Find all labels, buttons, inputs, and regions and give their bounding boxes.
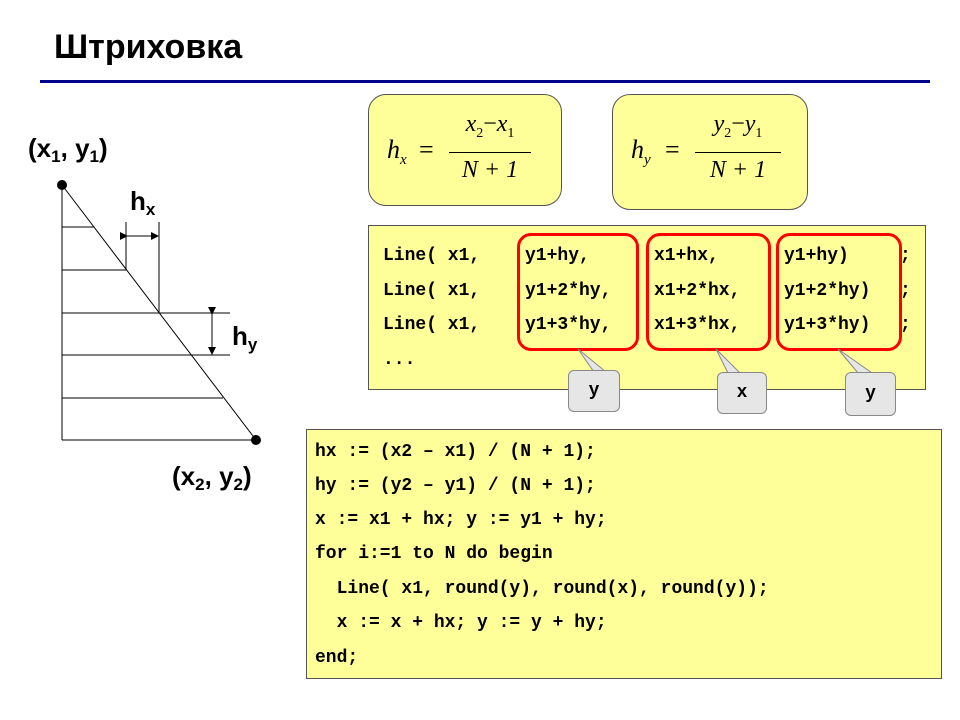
formula-hy-numerator: y2−y1 (713, 111, 763, 141)
program-line: end; (315, 648, 359, 668)
line-call-prefix: Line( x1, (383, 246, 492, 266)
callout-pointer (577, 348, 608, 373)
line-call-y-arg: y1+hy, (525, 246, 590, 266)
line-call-prefix: Line( x1, (383, 315, 492, 335)
line-call-x-arg: x1+hx, (654, 246, 719, 266)
title-underline (40, 80, 930, 83)
line-call-y2-arg: y1+2*hy) (784, 281, 871, 301)
formula-hx-lhs: hx (387, 135, 407, 169)
formula-hx-box: hx = x2−x1 N + 1 (368, 94, 562, 206)
point-1-label: (x1, y1) (28, 133, 108, 166)
formula-hy-fraction-bar (695, 152, 781, 153)
program-line: x := x + hx; y := y + hy; (315, 613, 607, 633)
line-call-y2-arg: y1+3*hy) (784, 315, 871, 335)
line-call-y2-arg: y1+hy) (784, 246, 849, 266)
program-line: Line( x1, round(y), round(x), round(y)); (315, 579, 769, 599)
line-call-x-arg: x1+3*hx, (654, 315, 741, 335)
callout-y2-label: y (845, 372, 896, 416)
line-call-terminator: ; (900, 315, 911, 335)
formula-hy-lhs: hy (631, 135, 651, 169)
point-2-dot (251, 435, 261, 445)
formula-hy-equals: = (665, 135, 680, 164)
highlight-x-column (646, 233, 771, 351)
line-call-prefix: Line( x1, (383, 281, 492, 301)
line-call-y-arg: y1+3*hy, (525, 315, 612, 335)
hx-label: hx (130, 186, 156, 219)
formula-hx-numerator: x2−x1 (465, 111, 515, 141)
formula-hy-box: hy = y2−y1 N + 1 (612, 94, 808, 210)
program-line: x := x1 + hx; y := y1 + hy; (315, 510, 607, 530)
program-line: for i:=1 to N do begin (315, 544, 553, 564)
formula-hx-denominator: N + 1 (461, 157, 519, 183)
callout-y-label: y (568, 370, 620, 412)
callout-x-label: x (717, 372, 767, 414)
program-box: hx := (x2 – x1) / (N + 1); hy := (y2 – y… (306, 429, 942, 679)
slide-title: Штриховка (54, 28, 243, 66)
program-line: hx := (x2 – x1) / (N + 1); (315, 442, 596, 462)
callout-pointer (715, 348, 742, 374)
formula-hy-denominator: N + 1 (709, 157, 767, 183)
point-1-dot (57, 180, 67, 190)
formula-hx-equals: = (419, 135, 434, 164)
program-line: hy := (y2 – y1) / (N + 1); (315, 476, 596, 496)
line-call-ellipsis: ... (383, 350, 416, 370)
formula-hx-fraction-bar (449, 152, 531, 153)
hy-label: hy (232, 321, 258, 354)
callout-pointer (837, 348, 874, 374)
point-2-label: (x2, y2) (172, 461, 252, 494)
line-call-terminator: ; (900, 281, 911, 301)
line-call-terminator: ; (900, 246, 911, 266)
line-call-x-arg: x1+2*hx, (654, 281, 741, 301)
line-call-y-arg: y1+2*hy, (525, 281, 612, 301)
